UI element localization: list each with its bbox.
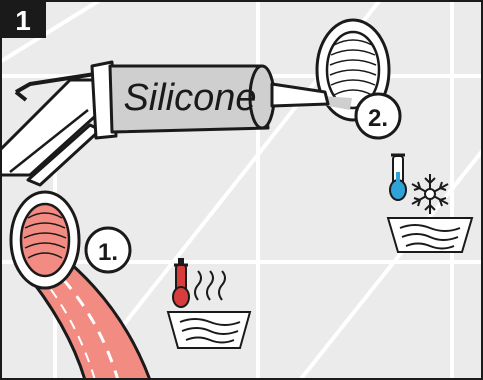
steam-basin-icon xyxy=(166,270,252,349)
silicone-tube-label: Silicone xyxy=(123,77,256,119)
cold-thermometer-icon xyxy=(389,153,407,201)
callout-cold-connection: 2. xyxy=(354,92,402,140)
wall-connection-hot xyxy=(9,190,81,290)
callout-hot-connection: 1. xyxy=(84,226,132,274)
hot-thermometer-icon xyxy=(172,258,190,308)
callout-1-label: 1. xyxy=(98,239,118,266)
step-number: 1 xyxy=(15,5,31,36)
silicone-gun xyxy=(0,60,330,187)
callout-2-label: 2. xyxy=(368,105,388,132)
snowflake-icon xyxy=(411,174,449,214)
cold-basin-icon xyxy=(386,217,474,253)
step-number-badge: 1 xyxy=(0,0,46,38)
